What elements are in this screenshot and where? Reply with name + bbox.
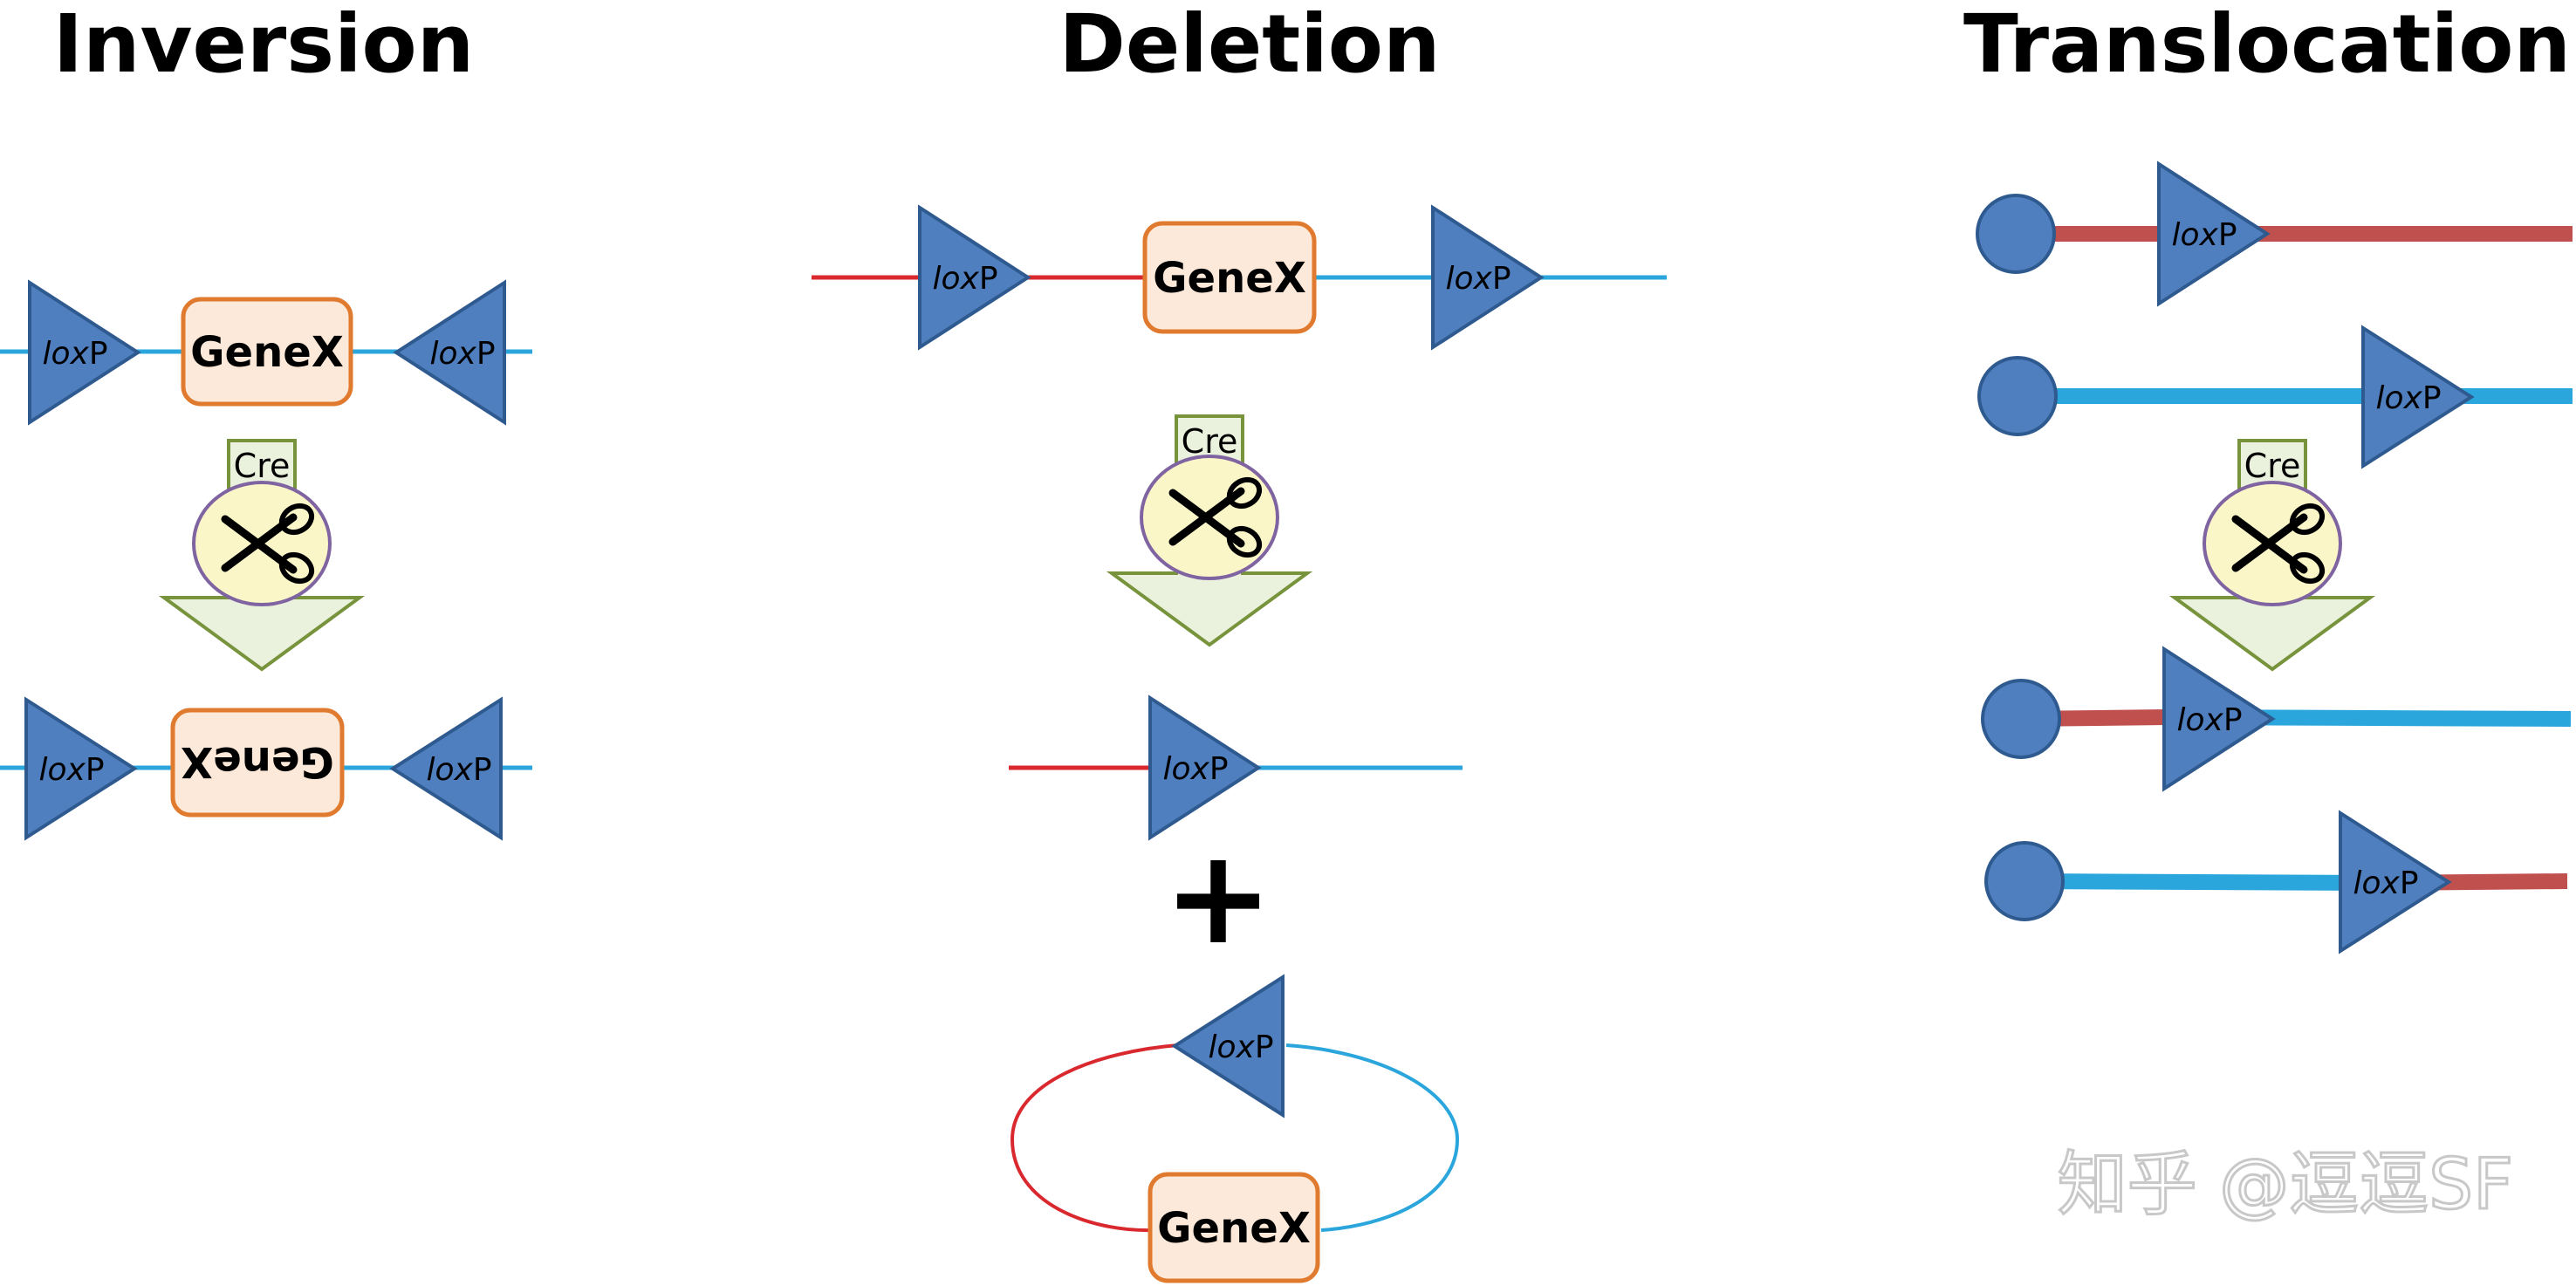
gene-box xyxy=(181,297,353,407)
cre-label: Cre xyxy=(2244,447,2301,485)
title-translocation: Translocation xyxy=(1963,0,2571,91)
gene-label: GeneX xyxy=(190,328,344,377)
scissors-icon xyxy=(194,482,330,605)
inversion-before: loxP GeneX loxP xyxy=(0,279,532,426)
gene-box xyxy=(1142,221,1317,334)
centromere-icon xyxy=(1981,679,2061,759)
loxp-label: loxP xyxy=(429,336,495,372)
loxp-label: loxP xyxy=(932,261,997,297)
title-deletion: Deletion xyxy=(1059,0,1441,91)
translocation-before-red: loxP xyxy=(1976,161,2573,307)
inversion-after: loxP GeneX loxP xyxy=(0,696,532,841)
cre-label: Cre xyxy=(234,447,291,485)
scissors-icon xyxy=(1141,456,1278,578)
loxp-icon xyxy=(28,279,141,426)
loxp-icon xyxy=(2339,810,2452,954)
scissors-icon xyxy=(2204,482,2340,605)
loxp-icon xyxy=(2361,325,2475,469)
centromere-icon xyxy=(1976,194,2056,274)
loxp-label: loxP xyxy=(1208,1029,1273,1065)
loxp-label: loxP xyxy=(2375,380,2441,416)
loxp-label: loxP xyxy=(2176,702,2242,738)
loxp-label: loxP xyxy=(2171,217,2237,253)
loxp-icon xyxy=(918,204,1031,351)
gene-label: GeneX xyxy=(1153,254,1306,303)
loxp-label: loxP xyxy=(42,336,107,372)
deletion-before: loxP GeneX loxP xyxy=(812,204,1667,351)
deletion-cre-step: Cre xyxy=(1110,414,1309,646)
loxp-label: loxP xyxy=(2353,865,2418,901)
gene-label-inverted: GeneX xyxy=(181,737,334,786)
inversion-cre-step: Cre xyxy=(162,439,361,671)
loxp-label: loxP xyxy=(426,752,491,788)
loxp-label: loxP xyxy=(38,752,104,788)
title-inversion: Inversion xyxy=(53,0,474,91)
translocation-before-blue: loxP xyxy=(1977,325,2573,469)
loxp-icon xyxy=(2162,646,2276,792)
loxp-icon xyxy=(1148,694,1262,841)
translocation-after-red-blue: loxP xyxy=(1981,646,2572,792)
gene-box xyxy=(1148,1172,1320,1283)
loxp-icon xyxy=(24,696,138,841)
centromere-icon xyxy=(1977,356,2058,436)
watermark: 知乎 @逗逗SF xyxy=(2058,1144,2513,1225)
loxp-label: loxP xyxy=(1162,751,1228,787)
gene-box-inverted xyxy=(170,708,345,817)
loxp-icon xyxy=(1431,204,1545,351)
centromere-icon xyxy=(1984,841,2065,921)
loxp-icon xyxy=(393,279,506,426)
loxp-icon xyxy=(2157,161,2271,307)
gene-label: GeneX xyxy=(1157,1204,1311,1253)
loxp-icon xyxy=(389,696,503,841)
deletion-after-circle: loxP GeneX xyxy=(1010,974,1460,1283)
plus-sign: + xyxy=(1163,822,1273,974)
cre-label: Cre xyxy=(1182,422,1238,461)
deletion-after-linear: loxP xyxy=(1009,694,1463,841)
translocation-cre-step: Cre xyxy=(2173,439,2372,671)
loxp-icon xyxy=(1171,974,1285,1118)
translocation-after-blue-red: loxP xyxy=(1984,810,2568,954)
loxp-label: loxP xyxy=(1445,261,1511,297)
